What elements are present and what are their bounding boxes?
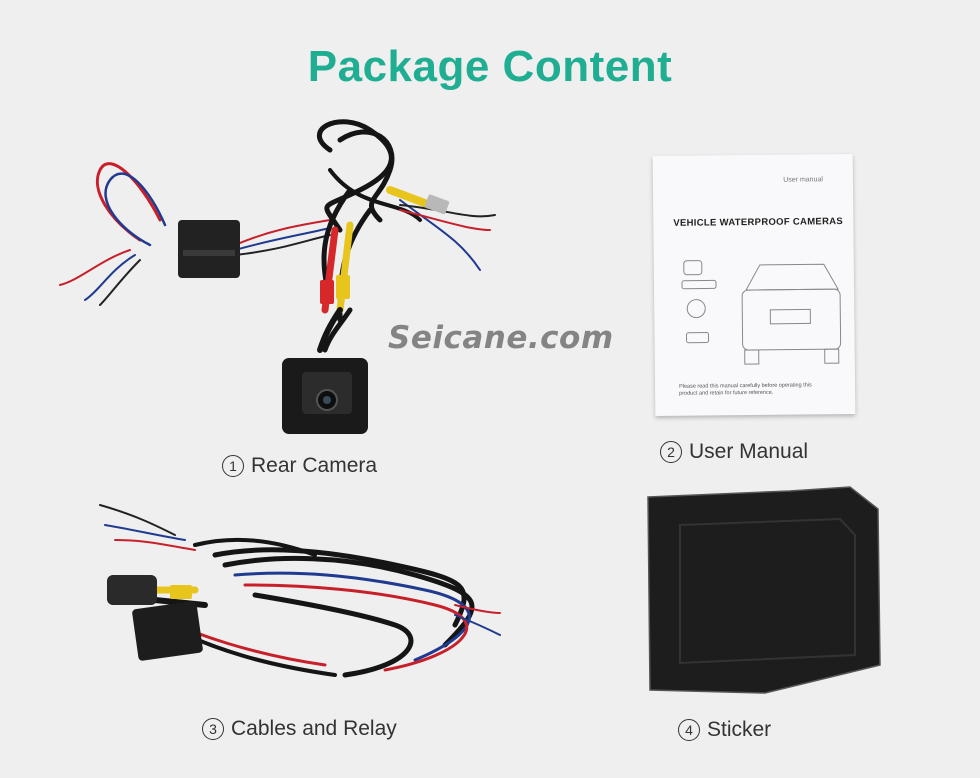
caption-label: Cables and Relay [231,717,397,740]
caption-number: 2 [660,441,682,463]
caption-sticker: 4 Sticker [678,718,771,742]
rear-camera-image [59,119,496,434]
caption-label: Rear Camera [251,454,378,477]
caption-number: 4 [678,719,700,741]
caption-number: 3 [202,718,224,740]
page-title: Package Content [307,42,673,91]
caption-label: Sticker [707,718,772,741]
sticker-image [647,486,881,694]
caption-label: User Manual [689,440,809,463]
user-manual-image: User manual VEHICLE WATERPROOF CAMERAS P… [652,153,856,417]
manual-small-label: User manual [783,176,823,184]
cables-and-relay-image [99,504,501,678]
caption-user-manual: 2 User Manual [660,440,808,464]
manual-heading: VEHICLE WATERPROOF CAMERAS [673,216,844,229]
caption-number: 1 [222,455,244,477]
watermark-text: Seicane.com [388,320,614,356]
manual-note: Please read this manual carefully before… [679,382,812,397]
caption-rear-camera: 1 Rear Camera [222,454,377,478]
caption-cables-and-relay: 3 Cables and Relay [202,717,397,741]
car-illustration-icon [681,260,842,365]
